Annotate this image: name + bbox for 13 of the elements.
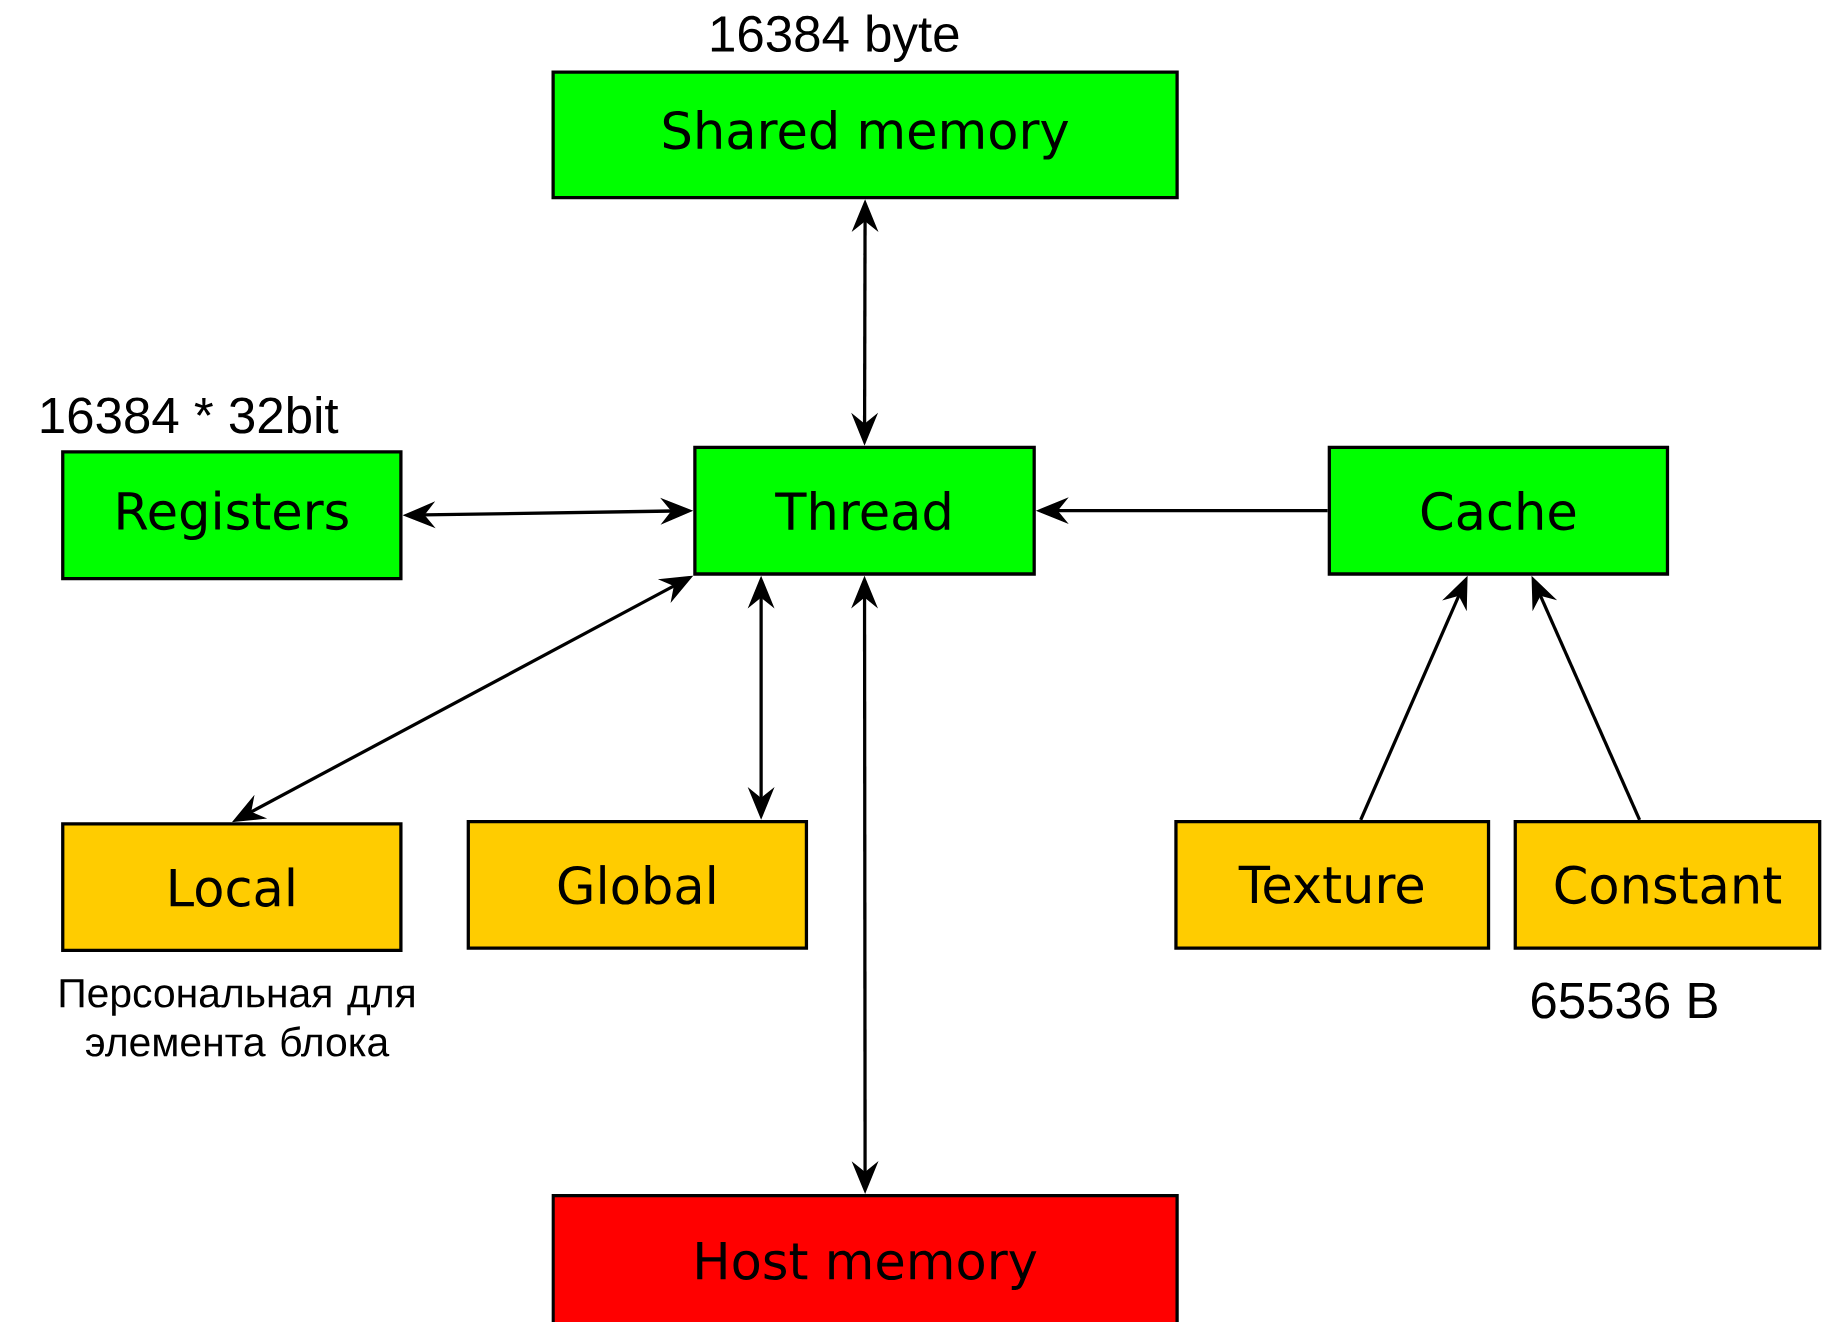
memory-box: Texture	[1174, 819, 1491, 950]
memory-box: Global	[466, 819, 809, 950]
size-label: Персональная для элемента блока	[60, 979, 414, 1057]
memory-box: Registers	[61, 450, 403, 581]
size-label: 16384 byte	[711, 14, 959, 62]
memory-box: Constant	[1513, 819, 1822, 950]
memory-box: Shared memory	[551, 70, 1179, 199]
memory-box: Host memory	[551, 1193, 1179, 1322]
size-label: 16384 * 32bit	[41, 395, 339, 434]
memory-box: Local	[61, 822, 403, 952]
memory-box: Cache	[1327, 445, 1670, 576]
size-label: 65536 B	[1532, 982, 1717, 1019]
memory-box: Thread	[693, 445, 1036, 576]
